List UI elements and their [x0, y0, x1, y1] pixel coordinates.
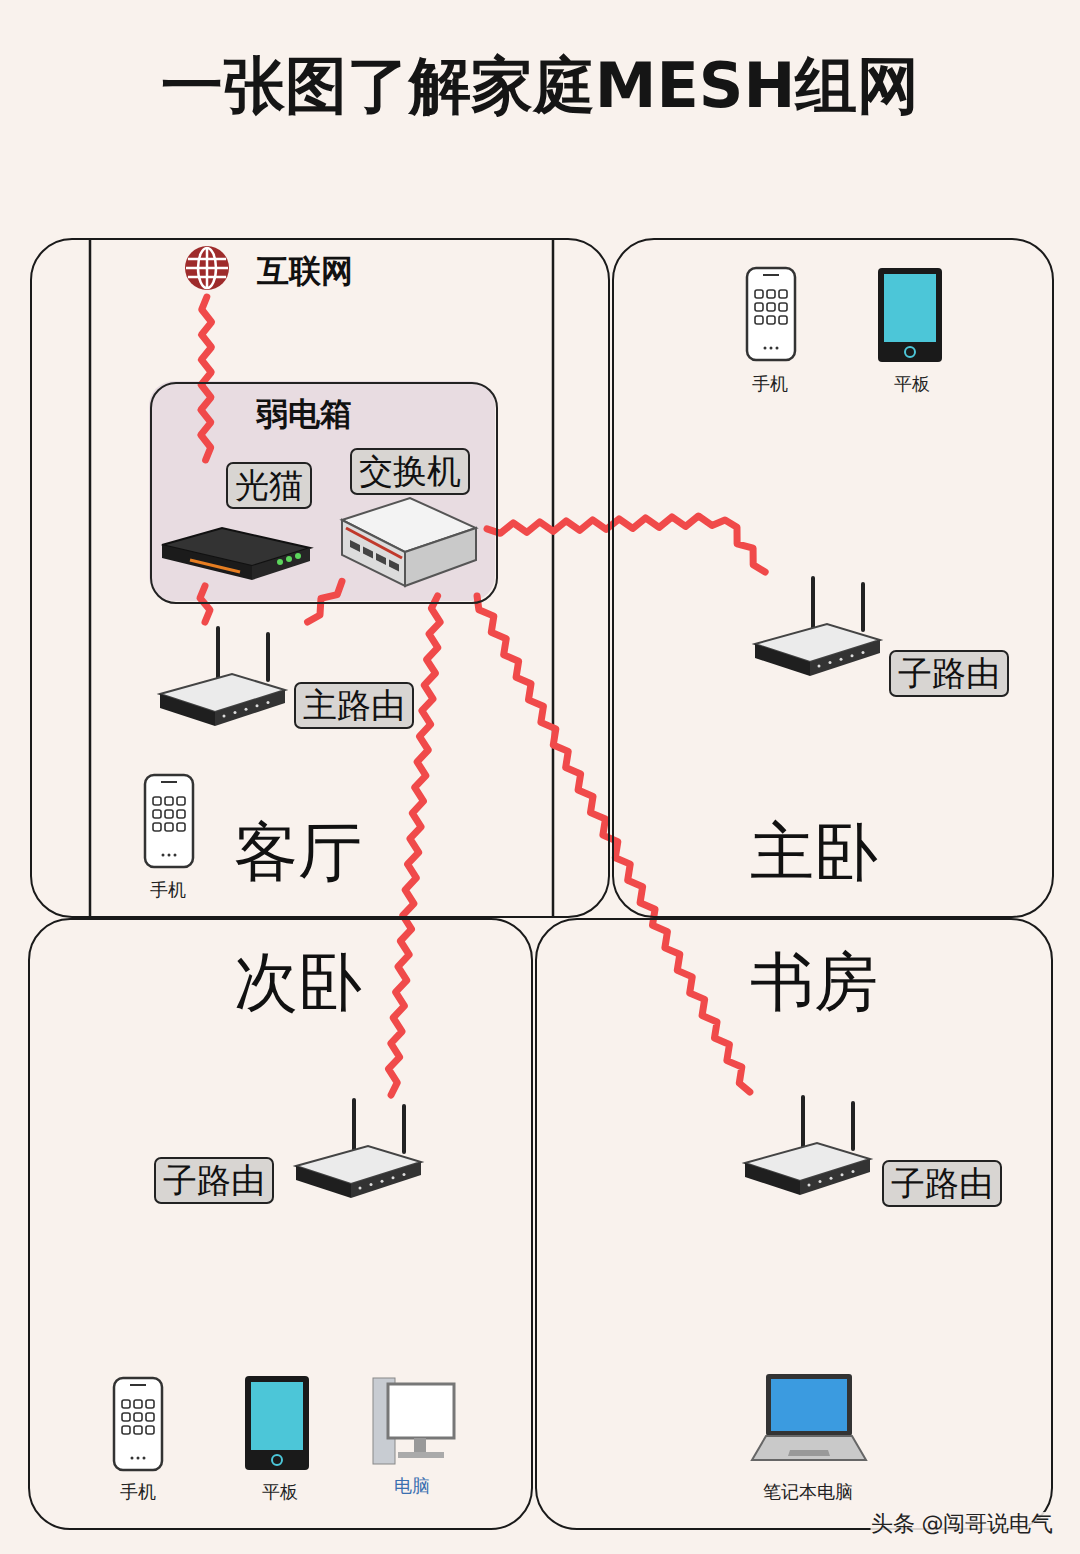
cable-connector [201, 297, 212, 460]
title: 一张图了解家庭MESH组网 [0, 52, 1080, 120]
room-box: 客厅 互联网弱电箱光猫交换机主路由 [30, 238, 610, 918]
device-label: 光猫 [226, 462, 312, 509]
router-node: 子路由 [752, 572, 1022, 703]
device-label: 交换机 [350, 448, 470, 495]
cable-connector [308, 581, 342, 622]
tablet-icon [878, 268, 942, 362]
router-icon [296, 1100, 421, 1198]
room-name: 次卧 [234, 950, 362, 1014]
device-caption: 平板 [894, 374, 930, 394]
wall-line [89, 239, 92, 917]
switch-icon [342, 498, 476, 586]
modem-node: 光猫 [162, 460, 322, 586]
router-node: 子路由 [150, 1095, 427, 1210]
computer-icon [373, 1378, 454, 1464]
device-caption: 笔记本电脑 [763, 1482, 853, 1502]
device-label: 子路由 [882, 1160, 1002, 1207]
phone-icon [747, 268, 795, 360]
internet-node: 互联网 [182, 245, 382, 297]
cable-connector [487, 516, 765, 572]
laptop-icon [752, 1374, 866, 1460]
phone-icon [114, 1378, 162, 1470]
router-node: 主路由 [157, 622, 427, 747]
device-label: 子路由 [889, 650, 1009, 697]
device-label: 主路由 [294, 682, 414, 729]
room-name: 书房 [750, 950, 878, 1014]
device-label: 子路由 [154, 1157, 274, 1204]
device-caption: 手机 [752, 374, 788, 394]
device-caption: 平板 [262, 1482, 298, 1502]
room-box: 书房子路由 [535, 918, 1053, 1530]
modem-icon [162, 528, 310, 580]
device-caption: 电脑 [394, 1476, 430, 1496]
device-caption: 手机 [120, 1482, 156, 1502]
tablet-icon [245, 1376, 309, 1470]
cabinet-box: 弱电箱光猫交换机 [150, 382, 498, 604]
router-icon [745, 1097, 870, 1195]
box-title: 弱电箱 [256, 398, 352, 430]
globe-icon [185, 246, 229, 290]
device-caption: 手机 [150, 880, 186, 900]
switch-node: 交换机 [342, 446, 487, 596]
room-box: 主卧 子路由 [612, 238, 1054, 918]
router-icon [755, 578, 880, 676]
phone-icon [145, 775, 193, 867]
cable-connector [388, 596, 440, 1095]
room-box: 次卧子路由 [28, 918, 533, 1530]
box-title: 互联网 [257, 255, 353, 287]
wall-line [552, 239, 555, 917]
room-name: 主卧 [750, 820, 878, 884]
watermark: 头条 @闯哥说电气 [871, 1512, 1054, 1536]
cable-connector [200, 586, 210, 622]
room-name: 客厅 [234, 820, 362, 884]
router-node: 子路由 [742, 1092, 1012, 1213]
router-icon [160, 628, 285, 726]
